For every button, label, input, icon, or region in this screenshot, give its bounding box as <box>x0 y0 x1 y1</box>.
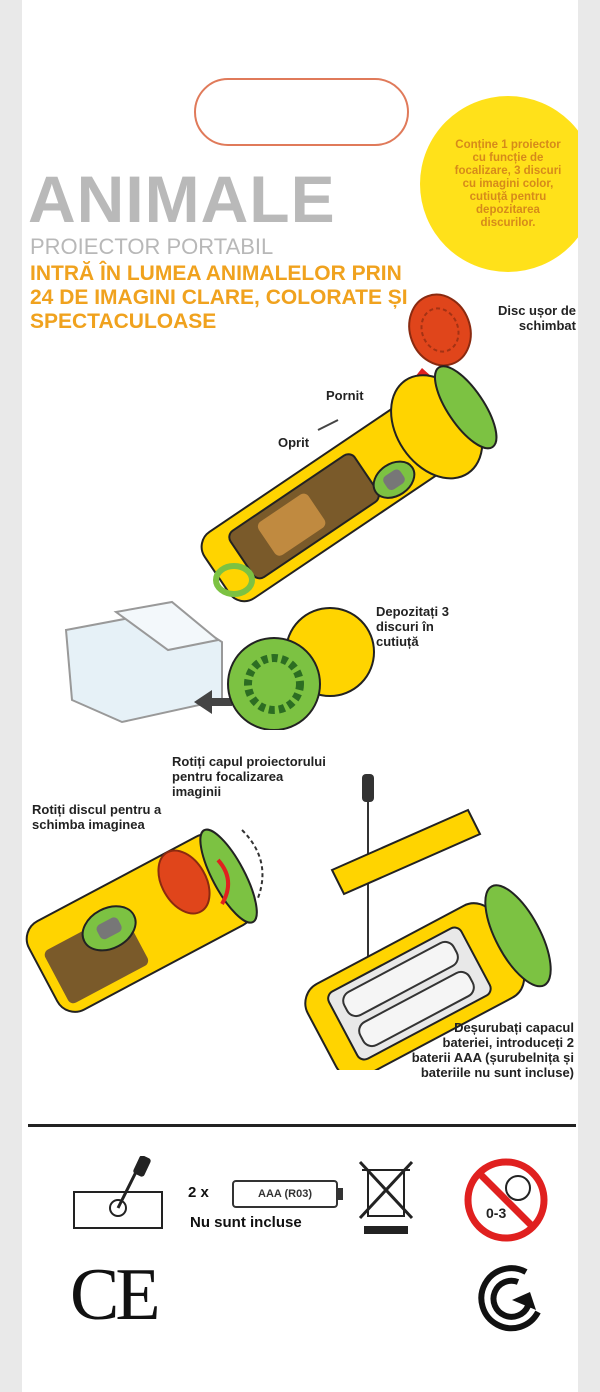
callout-store: Depozitați 3 discuri în cutiuță <box>376 604 449 649</box>
product-title: ANIMALE <box>28 162 336 236</box>
screwdriver-battery-icon <box>73 1156 163 1229</box>
callout-battery: Deșurubați capacul bateriei, introduceți… <box>411 1020 574 1080</box>
badge-text: Conține 1 proiector cu funcție de focali… <box>454 138 562 229</box>
packaging-card: Conține 1 proiector cu funcție de focali… <box>22 0 578 1392</box>
store-arrow-icon <box>194 690 232 714</box>
projector-closeup-illustration <box>25 828 264 1013</box>
keyring-icon <box>213 563 255 597</box>
rotate-arrow-icon <box>216 858 230 906</box>
callout-off: Oprit <box>278 435 310 450</box>
divider <box>28 1124 576 1127</box>
stored-disc-icon <box>227 637 321 730</box>
disc-icon <box>408 293 472 367</box>
contents-badge: Conține 1 proiector cu funcție de focali… <box>420 96 578 272</box>
battery-tip <box>338 1188 343 1200</box>
switch-arrow-icon <box>317 419 339 431</box>
age-warning-icon: 0-3 <box>464 1158 548 1242</box>
projector-illustration <box>64 293 498 730</box>
age-label: 0-3 <box>486 1205 506 1221</box>
battery-type: AAA (R03) <box>258 1188 312 1200</box>
callout-on: Pornit <box>326 388 364 403</box>
not-included-label: Nu sunt incluse <box>190 1214 302 1231</box>
battery-qty: 2 x <box>188 1184 209 1201</box>
stored-disc-ring <box>244 654 304 714</box>
hang-hole <box>194 78 409 146</box>
battery-icon: AAA (R03) <box>232 1180 338 1208</box>
storage-box-icon <box>64 600 223 724</box>
rotate-disc-icon <box>157 849 211 915</box>
recycle-tidy-icon <box>478 1265 541 1332</box>
callout-rotate-disc: Rotiți discul pentru a schimba imaginea <box>32 802 162 832</box>
focus-arrow-icon <box>241 829 264 899</box>
callout-disc-change: Disc ușor de schimbat <box>497 303 576 333</box>
weee-bin-icon <box>358 1160 414 1234</box>
product-tagline: INTRĂ ÎN LUMEA ANIMALELOR PRIN 24 DE IMA… <box>30 262 408 333</box>
ce-mark: CE <box>70 1254 161 1336</box>
product-subtitle: PROIECTOR PORTABIL <box>30 234 274 259</box>
battery-compartment-illustration <box>304 774 552 1070</box>
callout-focus: Rotiți capul proiectorului pentru focali… <box>172 754 326 799</box>
battery-cover-icon <box>330 808 482 896</box>
